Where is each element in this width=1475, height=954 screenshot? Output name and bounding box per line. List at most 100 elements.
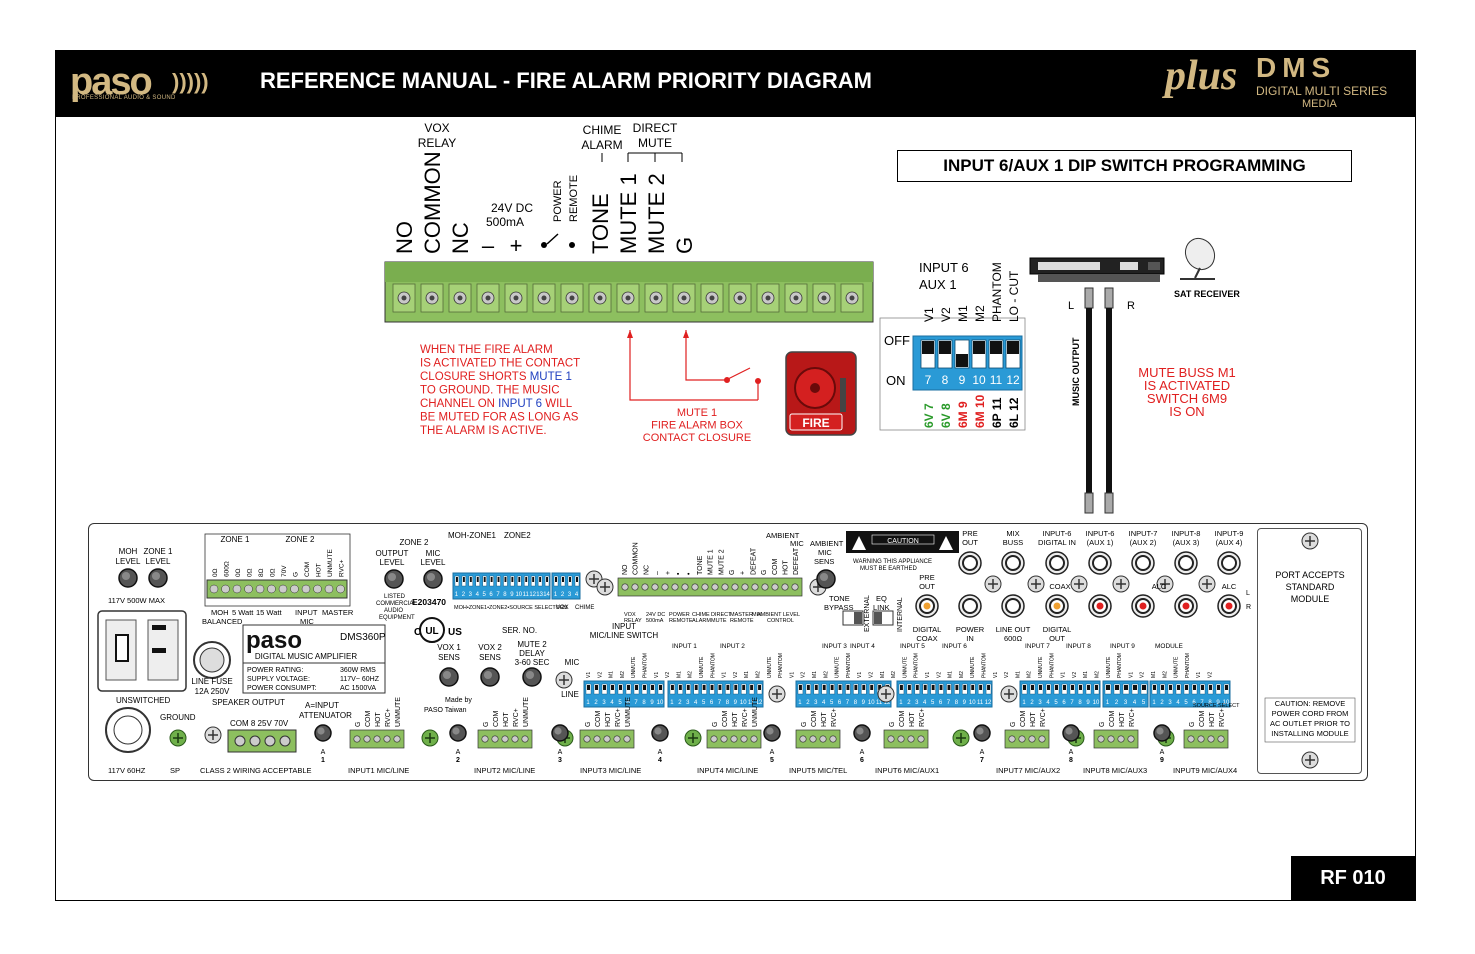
mute-note-line: MUTE BUSS M1: [1138, 365, 1236, 380]
power-max-label: 117V 500W MAX: [108, 596, 165, 605]
knob-highlight: [442, 670, 452, 680]
zone-screw: [278, 584, 288, 594]
digital-coax-label-2: COAX: [916, 634, 937, 643]
mini-terminal-label: TONE: [697, 555, 704, 575]
rca-center: [1139, 559, 1147, 567]
direct-label-1: DIRECT: [633, 121, 678, 135]
mini-terminal-label: MUTE 2: [718, 549, 725, 575]
dip-column-label: V1: [922, 307, 936, 322]
vox2-label-1: VOX 2: [478, 643, 502, 652]
spec-value: 360W RMS: [340, 667, 376, 674]
rca-center: [1182, 559, 1190, 567]
moh-label-1: MOH: [119, 547, 138, 556]
phoenix-screw: [741, 583, 749, 591]
dip-cell-toggle: [525, 577, 528, 582]
mini-label: MASTER: [730, 612, 753, 618]
rca-center: [923, 602, 931, 610]
zone-screw: [209, 584, 219, 594]
mini-label: MUTE: [711, 618, 727, 624]
ul-us: US: [448, 627, 462, 638]
line-out-label-2: 600Ω: [1004, 634, 1023, 643]
aux-input-label: INPUT-8: [1172, 529, 1201, 538]
mini-label: AMBIENT LEVEL: [757, 612, 800, 618]
ambient-label: AMBIENT: [766, 531, 800, 540]
warning-label-1: WARNING THIS APPLIANCE: [853, 559, 932, 565]
knob-highlight: [121, 571, 131, 581]
rca-center: [1096, 602, 1104, 610]
input-switch-label-2: MIC/LINE SWITCH: [590, 631, 659, 640]
mini-label: DIRECT: [711, 612, 732, 618]
knob-highlight: [317, 727, 325, 735]
aux-input-label: (AUX 1): [1087, 538, 1114, 547]
outlet-left: [105, 619, 137, 681]
terminal-screw-center: [709, 295, 715, 301]
rca-center: [1053, 559, 1061, 567]
made-by-label-1: Made by: [445, 697, 472, 704]
dip-cell-number: 1: [455, 592, 459, 598]
dip-cell-toggle: [518, 577, 521, 582]
chime-label-1: CHIME: [583, 123, 622, 137]
input-switch-label-1: INPUT: [612, 622, 636, 631]
zone-pin-label: 8Ω: [258, 568, 265, 577]
mute2-label-1: MUTE 2: [517, 640, 547, 649]
speaker-output-label: SPEAKER OUTPUT: [212, 698, 285, 707]
zone1-level-label-2: LEVEL: [146, 557, 171, 566]
speaker-screw: [249, 735, 261, 747]
vox1-label-1: VOX 1: [437, 643, 461, 652]
dip-cell-number: 6: [489, 592, 493, 598]
outlet-slot: [152, 648, 166, 653]
dip-number: 7: [925, 373, 932, 387]
rca-center: [1009, 559, 1017, 567]
rca-center: [1225, 559, 1233, 567]
terminal-screw-center: [625, 295, 631, 301]
dip-cell-number: 11: [523, 592, 530, 598]
remote-label: REMOTE: [568, 175, 580, 222]
dms-logo: DMS: [1256, 52, 1337, 83]
terminal-label-mute-2: MUTE 2: [644, 173, 669, 254]
closure-label: CONTACT CLOSURE: [643, 432, 751, 444]
page-code: RF 010: [1291, 856, 1415, 900]
warning-triangle-icon: [852, 536, 866, 550]
speaker-screw: [279, 735, 291, 747]
logo-arcs: ))))): [172, 69, 209, 94]
dip-toggle: [939, 341, 951, 354]
fire-note-line: CLOSURE SHORTS MUTE 1: [420, 371, 572, 383]
terminal-screw-center: [597, 295, 603, 301]
dip-number: 11: [990, 373, 1003, 387]
rca-center: [966, 559, 974, 567]
digital-out-label-1: DIGITAL: [1043, 625, 1072, 634]
fire-note-line: TO GROUND. THE MUSIC: [420, 385, 560, 397]
dip-cell-toggle: [587, 685, 590, 690]
dip-number: 8: [942, 373, 949, 387]
dip-setting: 6V 8: [939, 403, 953, 428]
ser-no-label: SER. NO.: [502, 626, 537, 635]
phoenix-screw: [681, 583, 689, 591]
dip-cell-number: 2: [561, 592, 565, 598]
terminal-label-common: COMMON: [420, 151, 445, 254]
mute2-label-3: 3-60 SEC: [515, 658, 550, 667]
dip-cell-toggle: [483, 577, 486, 582]
eq-switch-knob: [874, 612, 882, 624]
dip-off-label: OFF: [884, 333, 910, 348]
knob-highlight: [819, 572, 829, 582]
closure-label: FIRE ALARM BOX: [651, 420, 743, 432]
dip-cell-toggle: [546, 577, 548, 582]
model-desc: DIGITAL MUSIC AMPLIFIER: [255, 652, 357, 661]
amplifier-rear-panel: [88, 523, 1368, 781]
zone-box: [204, 533, 351, 607]
dip-switch-title: INPUT 6/AUX 1 DIP SWITCH PROGRAMMING: [897, 150, 1352, 182]
terminal-screw-center: [681, 295, 687, 301]
terminal-screw-center: [513, 295, 519, 301]
zone-screw: [301, 584, 311, 594]
terminal-label-g: G: [672, 237, 697, 254]
knob-highlight: [426, 572, 436, 582]
moh-zone1-label: MOH-ZONE1: [448, 531, 497, 540]
zone1-label: ZONE 1: [221, 535, 250, 544]
terminal-label-mute-1: MUTE 1: [616, 173, 641, 254]
rca-center: [1009, 602, 1017, 610]
attenuator-a: A: [321, 749, 326, 756]
mic-level-label-1: MIC: [426, 549, 441, 558]
dip-column-label: M2: [973, 305, 987, 322]
terminal-screw-center: [401, 295, 407, 301]
